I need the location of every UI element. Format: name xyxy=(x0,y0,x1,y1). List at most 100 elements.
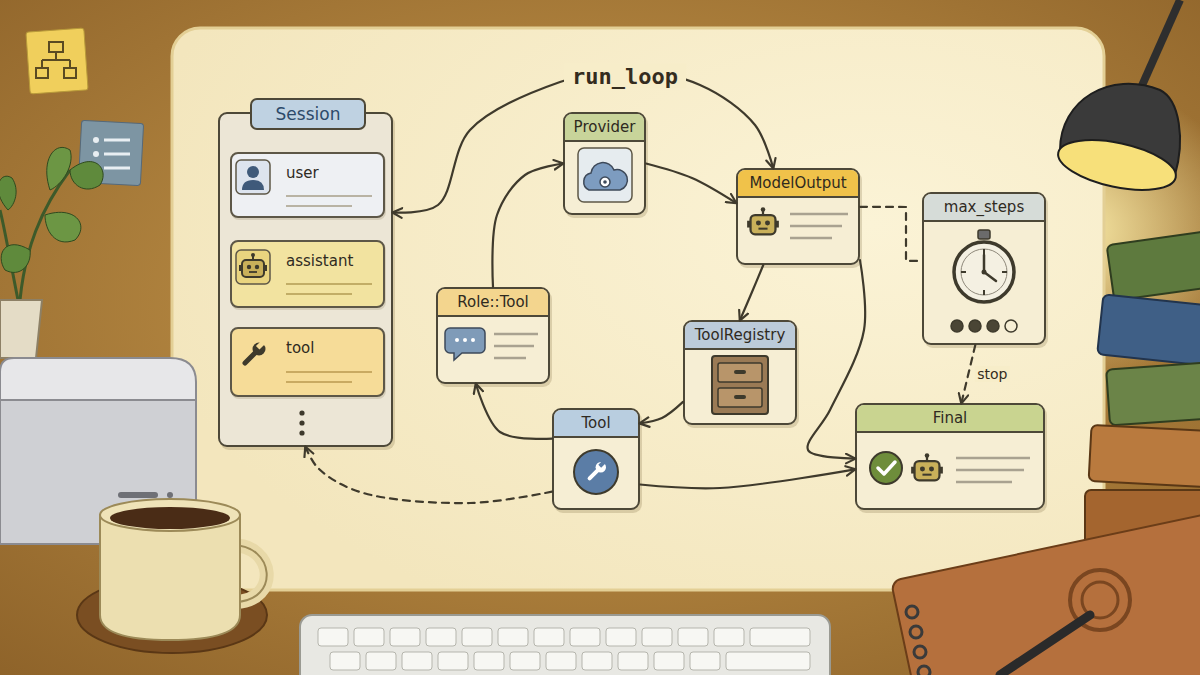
keyboard xyxy=(354,628,384,646)
stopwatch-icon xyxy=(954,242,1014,302)
final-icons xyxy=(956,457,1030,460)
keyboard xyxy=(654,652,684,670)
component-title: Session xyxy=(250,98,366,130)
sticky-note xyxy=(104,167,130,170)
tool-icon xyxy=(245,340,372,382)
step-dots xyxy=(1005,320,1017,332)
flow-arrow xyxy=(740,265,763,320)
ellipsis-dots xyxy=(299,410,304,435)
stopwatch-icon xyxy=(954,230,1014,302)
component-card: ToolRegistry xyxy=(683,320,797,425)
wrench-icon xyxy=(574,450,618,494)
dashed-connector xyxy=(860,207,922,261)
stopwatch-icon xyxy=(961,249,1007,295)
component-card: max_steps xyxy=(922,192,1046,345)
keyboard xyxy=(300,615,830,675)
cabinet-icon xyxy=(718,388,762,407)
keyboard xyxy=(330,652,360,670)
keyboard xyxy=(462,628,492,646)
keyboard xyxy=(618,652,648,670)
assistant-icon xyxy=(236,250,270,284)
keyboard xyxy=(546,652,576,670)
flow-arrow xyxy=(393,70,773,213)
cabinet-icon xyxy=(734,395,746,399)
stopwatch-icon xyxy=(1002,271,1007,273)
component-title: Role::Tool xyxy=(438,289,548,317)
stopwatch-icon xyxy=(961,249,1007,295)
assistant-icon xyxy=(239,253,267,277)
cabinet-icon xyxy=(712,356,768,414)
keyboard xyxy=(426,628,456,646)
keyboard xyxy=(678,628,708,646)
stopwatch-icon xyxy=(961,271,966,273)
keyboard xyxy=(690,652,720,670)
keyboard xyxy=(300,615,830,675)
notebook xyxy=(910,626,922,638)
stopwatch-icon xyxy=(983,255,986,272)
final-icons xyxy=(870,452,1030,484)
coffee-mug xyxy=(77,499,267,653)
notebook xyxy=(1000,615,1090,675)
keyboard xyxy=(510,652,540,670)
tool-icon xyxy=(286,381,352,383)
step-dots xyxy=(951,320,1017,332)
speech-bubble-icon xyxy=(455,338,459,342)
book-stack xyxy=(1097,294,1200,365)
keyboard xyxy=(534,628,564,646)
coffee-mug xyxy=(100,499,240,531)
keyboard xyxy=(498,628,528,646)
book-stack xyxy=(1085,231,1200,552)
message-card: tool xyxy=(230,327,385,397)
component-title: Final xyxy=(857,405,1043,433)
step-dots xyxy=(987,320,999,332)
sticky-note xyxy=(26,28,88,94)
desk-lamp xyxy=(1054,131,1181,199)
notebook xyxy=(918,666,930,675)
sticky-note xyxy=(49,42,63,52)
plant xyxy=(0,176,16,210)
sticky-note xyxy=(104,153,130,156)
plant xyxy=(47,147,71,190)
tool-icon xyxy=(286,371,372,373)
component-card: ModelOutput xyxy=(736,168,860,265)
component-card: Tool xyxy=(552,408,640,510)
flow-arrow xyxy=(492,164,563,288)
wrench-icon xyxy=(590,460,606,478)
model-output-icon xyxy=(790,237,832,240)
keyboard xyxy=(750,628,810,646)
message-role: assistant xyxy=(286,252,353,270)
keyboard xyxy=(318,628,810,670)
assistant-icon xyxy=(236,250,372,294)
stopwatch-icon xyxy=(983,249,985,254)
component-title: ToolRegistry xyxy=(685,322,795,350)
component-title: Provider xyxy=(565,114,644,142)
sticky-note xyxy=(26,28,88,94)
cloud-icon xyxy=(600,177,610,187)
user-icon xyxy=(236,160,372,206)
component-title: Tool xyxy=(554,410,638,438)
keyboard xyxy=(726,652,810,670)
coffee-mug xyxy=(100,515,240,640)
component-card: Sessionuserassistanttool xyxy=(218,112,393,447)
wrench-icon xyxy=(574,450,618,494)
notebook xyxy=(914,646,926,658)
sticky-note xyxy=(93,151,99,157)
plant xyxy=(1,245,30,273)
sticky-note xyxy=(64,68,76,78)
flow-arrow xyxy=(807,260,865,458)
plant xyxy=(45,212,81,242)
assistant-icon xyxy=(286,293,352,295)
cloud-icon xyxy=(584,163,628,190)
model-output-icon xyxy=(747,207,779,234)
dashed-connector xyxy=(306,447,553,503)
sticky-note xyxy=(93,137,99,143)
final-icons xyxy=(956,469,1024,472)
dashed-connector xyxy=(961,345,975,403)
mini-pc xyxy=(167,492,173,498)
book-stack xyxy=(1089,425,1200,487)
ellipsis-dots xyxy=(299,410,304,415)
user-icon xyxy=(286,195,372,197)
keyboard xyxy=(474,652,504,670)
keyboard xyxy=(366,652,396,670)
